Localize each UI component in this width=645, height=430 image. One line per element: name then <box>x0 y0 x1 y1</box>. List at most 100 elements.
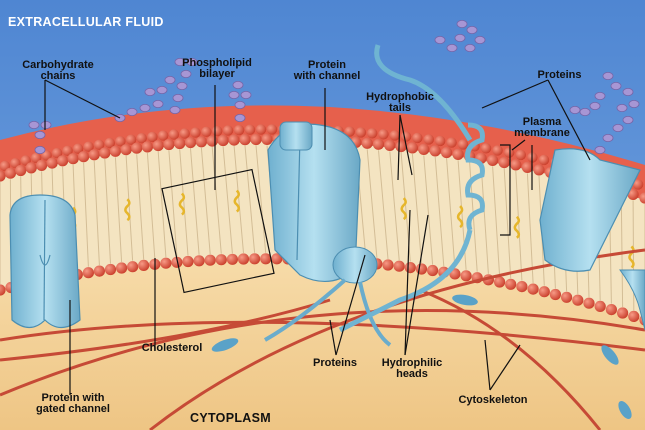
inner-head <box>194 255 205 266</box>
sugar-bead <box>580 108 590 115</box>
sugar-bead <box>603 72 613 79</box>
sugar-bead <box>157 86 167 93</box>
sugar-bead <box>153 100 163 107</box>
outer-head <box>163 139 174 150</box>
outer-head <box>412 133 422 143</box>
inner-head <box>249 253 260 264</box>
inner-head <box>94 266 105 277</box>
outer-head <box>390 130 400 140</box>
sugar-bead <box>455 34 465 41</box>
outer-head <box>516 150 526 160</box>
inner-head <box>595 301 606 312</box>
outer-head <box>446 137 456 147</box>
outer-head <box>196 136 207 147</box>
outer-head <box>131 143 142 154</box>
outer-head <box>373 139 384 150</box>
outer-head <box>153 140 164 151</box>
inner-head <box>550 289 561 300</box>
inner-head <box>227 254 238 265</box>
outer-head <box>218 135 229 146</box>
outer-head <box>261 134 272 145</box>
outer-head <box>229 135 240 146</box>
inner-head <box>182 256 193 267</box>
sugar-bead <box>241 91 251 98</box>
outer-head <box>89 149 100 160</box>
outer-head <box>57 155 68 166</box>
outer-head <box>180 128 190 138</box>
outer-head <box>267 124 277 134</box>
inner-head <box>238 253 249 264</box>
outer-head <box>356 127 366 137</box>
outer-head <box>190 127 200 137</box>
outer-head <box>481 143 491 153</box>
outer-head <box>367 128 377 138</box>
outer-head <box>174 138 185 149</box>
sugar-bead <box>35 146 45 153</box>
sugar-bead <box>35 131 45 138</box>
inner-head <box>138 260 149 271</box>
inner-head <box>205 255 216 266</box>
cytoplasm-label: CYTOPLASM <box>190 413 271 424</box>
outer-head <box>510 159 521 170</box>
sugar-bead <box>611 82 621 89</box>
inner-head <box>394 261 405 272</box>
sugar-bead <box>170 106 180 113</box>
proteins-bottom-label: Proteins <box>300 358 370 369</box>
sugar-bead <box>435 36 445 43</box>
inner-head <box>494 276 505 287</box>
outer-head <box>487 155 498 166</box>
sugar-bead <box>140 104 150 111</box>
outer-head <box>499 157 510 168</box>
outer-head <box>453 149 464 160</box>
outer-head <box>78 151 89 162</box>
sugar-bead <box>41 121 51 128</box>
extracellular-fluid-label: EXTRACELLULAR FLUID <box>8 17 164 28</box>
inner-head <box>528 284 539 295</box>
sugar-bead <box>447 44 457 51</box>
sugar-bead <box>127 108 137 115</box>
outer-head <box>362 138 373 149</box>
cytoskeleton-label: Cytoskeleton <box>443 395 543 406</box>
outer-head <box>441 147 452 158</box>
outer-head <box>207 136 218 147</box>
inner-head <box>216 254 227 265</box>
outer-head <box>185 137 196 148</box>
phospholipid-bilayer-label: Phospholipid bilayer <box>167 58 267 80</box>
outer-head <box>68 153 79 164</box>
sugar-bead <box>595 146 605 153</box>
sugar-bead <box>29 121 39 128</box>
outer-head <box>47 158 58 169</box>
outer-head <box>250 134 261 145</box>
sugar-bead <box>235 114 245 121</box>
outer-head <box>36 160 47 171</box>
sugar-bead <box>623 116 633 123</box>
outer-head <box>522 162 533 173</box>
inner-head <box>583 298 594 309</box>
inner-head <box>83 267 94 278</box>
sugar-bead <box>617 104 627 111</box>
inner-head <box>461 270 472 281</box>
outer-head <box>234 125 244 135</box>
outer-head <box>99 147 110 158</box>
protein-with-channel-label: Protein with channel <box>272 60 382 82</box>
inner-head <box>561 292 572 303</box>
proteins-top-label: Proteins <box>522 70 597 81</box>
inner-head <box>427 265 438 276</box>
outer-head <box>5 168 16 179</box>
sugar-bead <box>623 88 633 95</box>
inner-head <box>127 261 138 272</box>
outer-head <box>239 134 250 145</box>
inner-head <box>572 295 583 306</box>
outer-head <box>158 130 168 140</box>
tail-line <box>633 200 634 310</box>
inner-head <box>382 259 393 270</box>
outer-head <box>212 126 222 136</box>
outer-head <box>378 129 388 139</box>
outer-head <box>492 145 502 155</box>
sugar-bead <box>145 88 155 95</box>
outer-head <box>533 164 544 175</box>
inner-head <box>606 304 617 315</box>
sugar-bead <box>465 44 475 51</box>
inner-head <box>116 262 127 273</box>
inner-head <box>105 264 116 275</box>
